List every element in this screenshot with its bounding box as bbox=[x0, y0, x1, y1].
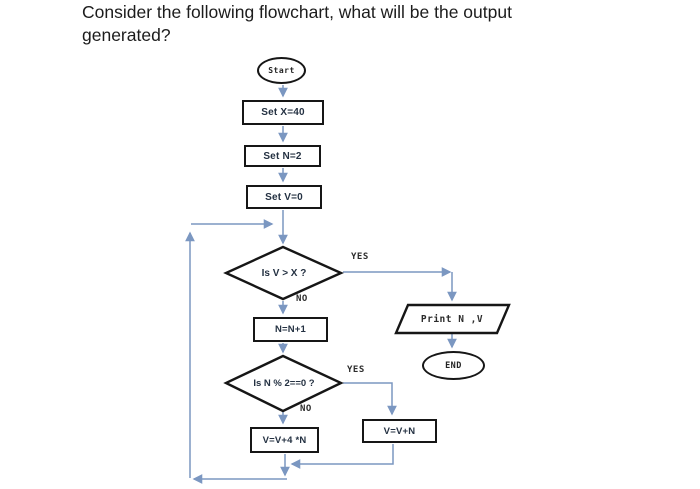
decision1-yes-label: YES bbox=[351, 252, 369, 262]
connector-decision2-yes bbox=[343, 382, 397, 416]
end-label: END bbox=[445, 360, 462, 371]
decision1-label: Is V > X ? bbox=[261, 267, 307, 279]
question-title-line2: generated? bbox=[82, 24, 171, 45]
decision2-label: Is N % 2==0 ? bbox=[253, 377, 315, 389]
question-title: Consider the following flowchart, what w… bbox=[82, 1, 622, 46]
start-label: Start bbox=[268, 66, 295, 75]
question-title-line1: Consider the following flowchart, what w… bbox=[82, 2, 512, 22]
process-set-v: Set V=0 bbox=[246, 185, 322, 209]
end-terminator: END bbox=[422, 351, 485, 380]
process-n-update-label: N=N+1 bbox=[274, 324, 307, 335]
process-set-v-label: Set V=0 bbox=[265, 191, 303, 203]
process-set-x: Set X=40 bbox=[242, 100, 324, 125]
process-n-update: N=N+1 bbox=[253, 317, 328, 342]
process-set-x-label: Set X=40 bbox=[261, 107, 305, 118]
process-v-update-yes-branch: V=V+N bbox=[362, 419, 437, 443]
process-v-update-no-branch: V=V+4 *N bbox=[250, 427, 319, 453]
print-parallelogram bbox=[394, 303, 511, 335]
process-set-n: Set N=2 bbox=[244, 145, 321, 167]
connector-vn-merge bbox=[290, 444, 394, 469]
start-terminator: Start bbox=[257, 57, 306, 84]
print-label: Print N ,V bbox=[420, 313, 484, 325]
decision2-diamond bbox=[223, 354, 344, 413]
decision2-no-label: NO bbox=[300, 404, 312, 414]
decision1-no-label: NO bbox=[296, 294, 308, 304]
decision1-diamond bbox=[223, 245, 344, 301]
decision2-yes-label: YES bbox=[347, 365, 365, 375]
process-v-update-no-branch-label: V=V+4 *N bbox=[262, 434, 307, 446]
process-set-n-label: Set N=2 bbox=[263, 150, 302, 162]
process-v-update-yes-branch-label: V=V+N bbox=[383, 425, 416, 437]
